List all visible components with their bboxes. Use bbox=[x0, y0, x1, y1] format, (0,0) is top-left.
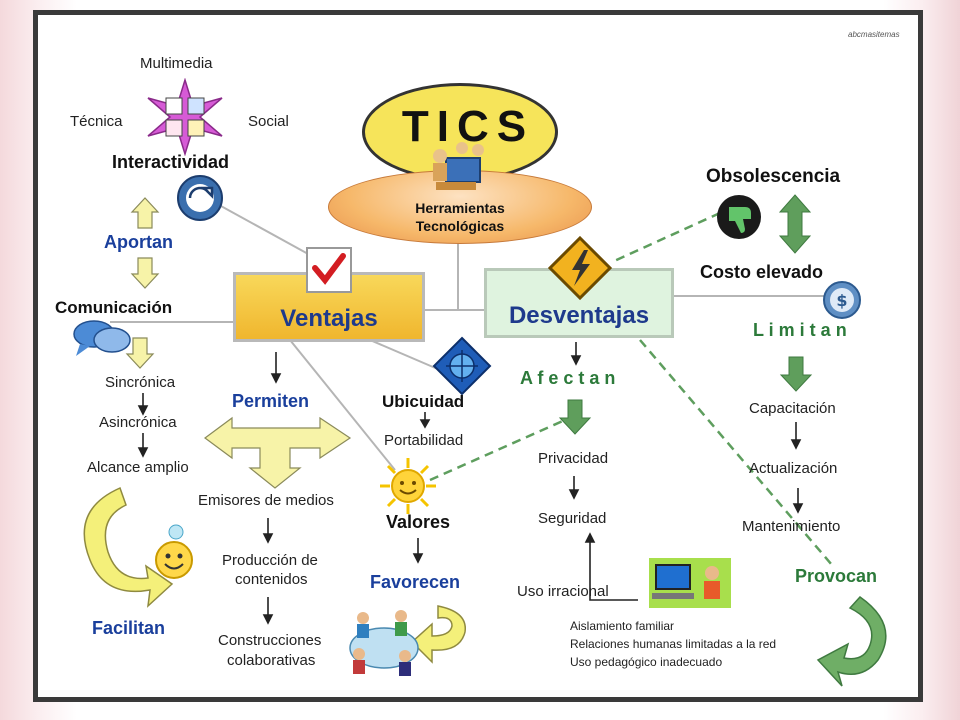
interactividad-label: Interactividad bbox=[112, 152, 230, 172]
obsolescencia-label: Obsolescencia bbox=[706, 166, 841, 187]
arrow-up-interactividad bbox=[130, 197, 160, 229]
seguridad-label: Seguridad bbox=[538, 510, 607, 527]
curved-arrow-provocan bbox=[816, 596, 887, 687]
uso-pedagogico-label: Uso pedagógico inadecuado bbox=[570, 655, 723, 669]
arrow-down-comunicacion bbox=[130, 257, 160, 289]
comunicacion-label: Comunicación bbox=[55, 298, 173, 317]
warning-sign-icon bbox=[548, 236, 612, 300]
ubicuidad-label: Ubicuidad bbox=[382, 392, 465, 411]
dashed-desventajas-provocan bbox=[639, 339, 833, 566]
portabilidad-label: Portabilidad bbox=[384, 432, 464, 449]
dollar-coin-icon: $ bbox=[823, 281, 861, 319]
dashed-obsolescencia-desventajas bbox=[611, 211, 721, 264]
herramientas-line1: Herramientas bbox=[415, 200, 505, 216]
arrow-down-sincronica bbox=[125, 337, 155, 369]
asincronica-label: Asincrónica bbox=[99, 414, 177, 431]
watermark: abcmasitemas bbox=[848, 30, 900, 39]
curved-arrow-facilitan bbox=[83, 486, 174, 608]
curved-arrow-favorecen bbox=[410, 605, 466, 664]
tecnica-label: Técnica bbox=[70, 113, 123, 130]
limitan-label: L i m i t a n bbox=[753, 320, 847, 340]
privacidad-label: Privacidad bbox=[538, 450, 609, 467]
permiten-label: Permiten bbox=[232, 391, 310, 411]
arrow-down-afectan bbox=[558, 399, 592, 435]
people-computer-icon bbox=[433, 142, 484, 190]
connector-ventajas-ubicuidad bbox=[369, 339, 441, 371]
permiten-double-arrow bbox=[203, 416, 352, 489]
provocan-label: Provocan bbox=[795, 566, 878, 586]
ventajas-label: Ventajas bbox=[280, 305, 378, 332]
multimedia-label: Multimedia bbox=[140, 55, 213, 72]
people-globe-icon bbox=[349, 610, 419, 676]
speech-bubbles-icon bbox=[73, 320, 131, 356]
relaciones-label: Relaciones humanas limitadas a la red bbox=[570, 637, 777, 651]
arrow-down-limitan bbox=[779, 356, 813, 392]
alcance-label: Alcance amplio bbox=[87, 459, 189, 476]
smiley-bulb-icon bbox=[155, 524, 193, 579]
social-label: Social bbox=[248, 113, 289, 130]
emisores-label: Emisores de medios bbox=[198, 492, 334, 509]
svg-text:$: $ bbox=[836, 291, 847, 310]
produccion-line2: contenidos bbox=[235, 571, 308, 588]
valores-label: Valores bbox=[386, 512, 451, 532]
desventajas-label: Desventajas bbox=[508, 302, 650, 329]
aportan-label: Aportan bbox=[104, 232, 173, 252]
favorecen-label: Favorecen bbox=[370, 572, 461, 592]
globe-refresh-icon bbox=[177, 175, 223, 221]
network-diamond-icon bbox=[432, 336, 492, 396]
construcciones-line1: Construcciones bbox=[218, 632, 322, 649]
uso-irracional-label: Uso irracional bbox=[517, 583, 609, 600]
facilitan-label: Facilitan bbox=[92, 618, 166, 638]
construcciones-line2: colaborativas bbox=[227, 652, 316, 669]
afectan-label: A f e c t a n bbox=[520, 368, 616, 388]
checkmark-icon bbox=[306, 247, 352, 293]
thumbs-down-icon bbox=[717, 195, 761, 239]
mantenimiento-label: Mantenimiento bbox=[742, 518, 841, 535]
connector-ventajas-valores bbox=[289, 339, 396, 471]
herramientas-line2: Tecnológicas bbox=[415, 218, 505, 234]
capacitacion-label: Capacitación bbox=[749, 400, 836, 417]
costo-label: Costo elevado bbox=[700, 262, 824, 282]
dashed-valores-afectan bbox=[429, 418, 566, 482]
multimedia-star-icon bbox=[147, 78, 223, 156]
sincronica-label: Sincrónica bbox=[105, 374, 176, 391]
connector-interactividad-ventajas bbox=[209, 199, 311, 256]
double-arrow-obsolescencia bbox=[778, 194, 812, 254]
actualizacion-label: Actualización bbox=[749, 460, 838, 477]
produccion-line1: Producción de bbox=[222, 552, 318, 569]
sun-smiley-icon bbox=[380, 458, 436, 514]
aislamiento-label: Aislamiento familiar bbox=[570, 619, 675, 633]
computer-user-icon bbox=[649, 558, 731, 608]
